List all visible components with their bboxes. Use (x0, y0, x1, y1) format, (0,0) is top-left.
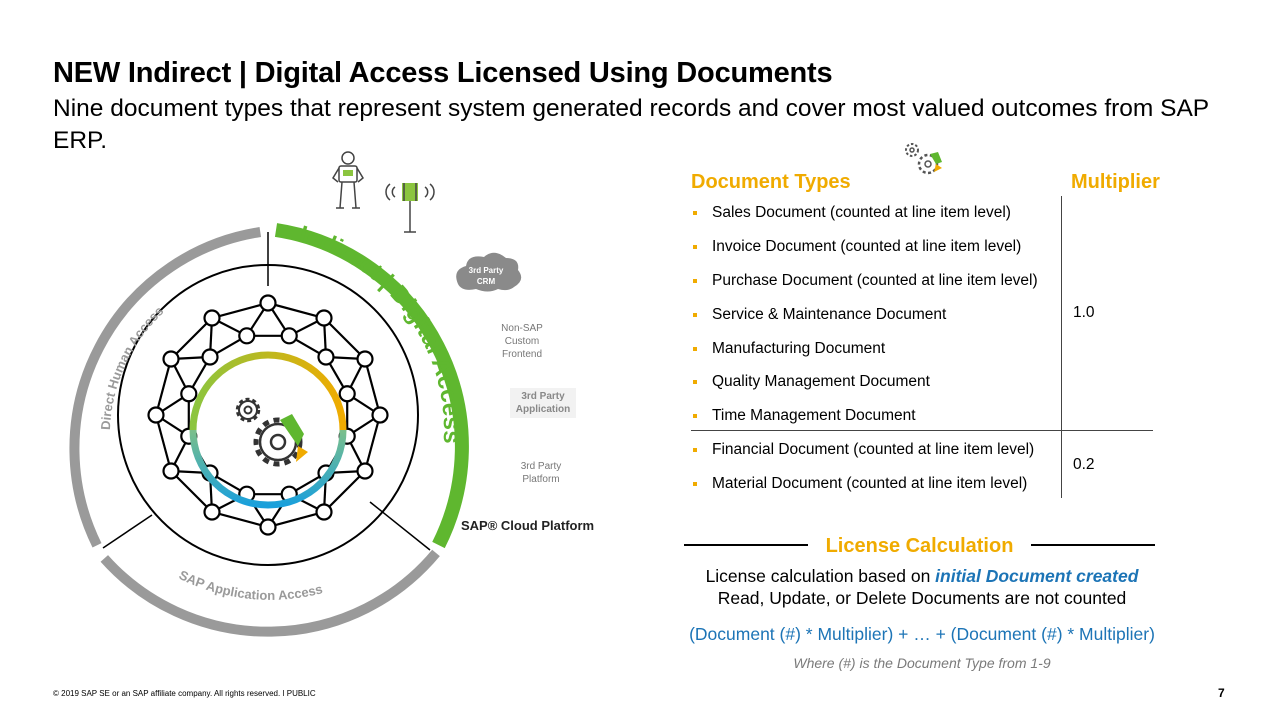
document-types-header: Document Types (691, 171, 851, 193)
bullet-icon (693, 482, 697, 487)
license-line-2: Read, Update, or Delete Documents are no… (717, 588, 1127, 608)
list-item: Invoice Document (counted at line item l… (691, 230, 1038, 264)
bullet-icon (693, 346, 697, 351)
bullet-icon (693, 448, 697, 453)
svg-text:Non-SAP: Non-SAP (501, 323, 543, 334)
network-link (363, 414, 382, 472)
network-node (259, 518, 277, 536)
list-item: Sales Document (counted at line item lev… (691, 196, 1038, 230)
license-title-rule-left (684, 544, 808, 546)
svg-text:Platform: Platform (522, 474, 559, 485)
third-party-platform-label: 3rd Party Platform (521, 461, 562, 485)
list-item: Material Document (counted at line item … (691, 467, 1038, 501)
bullet-icon (693, 244, 697, 249)
network-node (356, 350, 374, 368)
network-node (147, 406, 165, 424)
third-party-application-box: 3rd Party Application (510, 388, 576, 418)
slide-title: NEW Indirect | Digital Access Licensed U… (53, 57, 833, 89)
network-link (267, 301, 325, 320)
bullet-icon (693, 278, 697, 283)
document-type-list: Sales Document (counted at line item lev… (691, 196, 1038, 501)
network-link (170, 317, 213, 360)
page-number: 7 (1218, 686, 1225, 700)
svg-text:Frontend: Frontend (502, 349, 542, 360)
bullet-icon (693, 380, 697, 385)
spoke-right (369, 501, 431, 551)
network-link (323, 317, 366, 360)
indirect-digital-access-arc (274, 223, 469, 549)
table-horizontal-divider (691, 430, 1153, 431)
network-node (238, 327, 256, 345)
copyright-footer: © 2019 SAP SE or an SAP affiliate compan… (53, 689, 316, 698)
bullet-icon (693, 312, 697, 317)
spoke-left (102, 514, 153, 549)
bullet-icon (693, 210, 697, 215)
multiplier-header: Multiplier (1071, 171, 1160, 193)
license-line-1: License calculation based on initial Doc… (705, 566, 1139, 586)
table-vertical-divider (1061, 196, 1062, 498)
list-item: Service & Maintenance Document (691, 298, 1038, 332)
small-gear-icon (235, 397, 261, 423)
network-node (203, 309, 221, 327)
network-node (317, 348, 335, 366)
network-link (170, 470, 213, 513)
license-formula: (Document (#) * Multiplier) + … + (Docum… (689, 624, 1155, 644)
network-node (315, 309, 333, 327)
network-link (267, 510, 325, 529)
multiplier-value-group1: 1.0 (1073, 304, 1095, 321)
svg-text:3rd Party: 3rd Party (521, 461, 562, 472)
multiplier-value-group2: 0.2 (1073, 456, 1095, 473)
network-link (323, 470, 366, 513)
third-party-crm-cloud: 3rd Party CRM (456, 252, 522, 292)
crm-label-2: CRM (477, 277, 496, 286)
svg-text:3rd Party: 3rd Party (521, 391, 565, 402)
network-link (154, 414, 173, 472)
network-node (356, 462, 374, 480)
network-node (201, 348, 219, 366)
robot-icon (332, 151, 364, 209)
process-ring-top (189, 351, 347, 431)
network-node (203, 503, 221, 521)
network-node (338, 385, 356, 403)
list-item: Purchase Document (counted at line item … (691, 264, 1038, 298)
network-node (315, 503, 333, 521)
svg-text:Application: Application (516, 404, 570, 415)
process-ring-bottom (189, 429, 347, 509)
network-link (154, 358, 173, 416)
network-node (162, 350, 180, 368)
network-link (211, 510, 269, 529)
direct-human-access-arc (69, 227, 262, 548)
initial-document-emphasis: initial Document created (935, 566, 1139, 586)
svg-text:Custom: Custom (505, 336, 539, 347)
network-link (211, 301, 269, 320)
network-node (280, 327, 298, 345)
large-gear-icon (253, 414, 308, 467)
network-node (180, 385, 198, 403)
sap-application-access-arc (100, 549, 440, 637)
sap-cloud-platform-label: SAP® Cloud Platform (461, 518, 594, 533)
list-item: Financial Document (counted at line item… (691, 433, 1038, 467)
settings-gears-icon (905, 143, 942, 175)
slide-subtitle: Nine document types that represent syste… (53, 95, 1209, 154)
list-item: Quality Management Document (691, 365, 1038, 399)
network-node (371, 406, 389, 424)
formula-note: Where (#) is the Document Type from 1-9 (793, 655, 1051, 671)
sap-application-access-label: SAP Application Access (177, 567, 324, 603)
license-title-rule-right (1031, 544, 1155, 546)
network-node (259, 294, 277, 312)
node-network (147, 294, 389, 536)
license-calculation-title: License Calculation (825, 535, 1014, 557)
bullet-icon (693, 414, 697, 419)
network-link (363, 358, 382, 416)
crm-label-1: 3rd Party (469, 266, 504, 275)
iot-antenna-icon (385, 183, 435, 233)
network-node (162, 462, 180, 480)
list-item: Manufacturing Document (691, 332, 1038, 366)
list-item: Time Management Document (691, 399, 1038, 433)
non-sap-frontend-label: Non-SAP Custom Frontend (501, 323, 543, 360)
